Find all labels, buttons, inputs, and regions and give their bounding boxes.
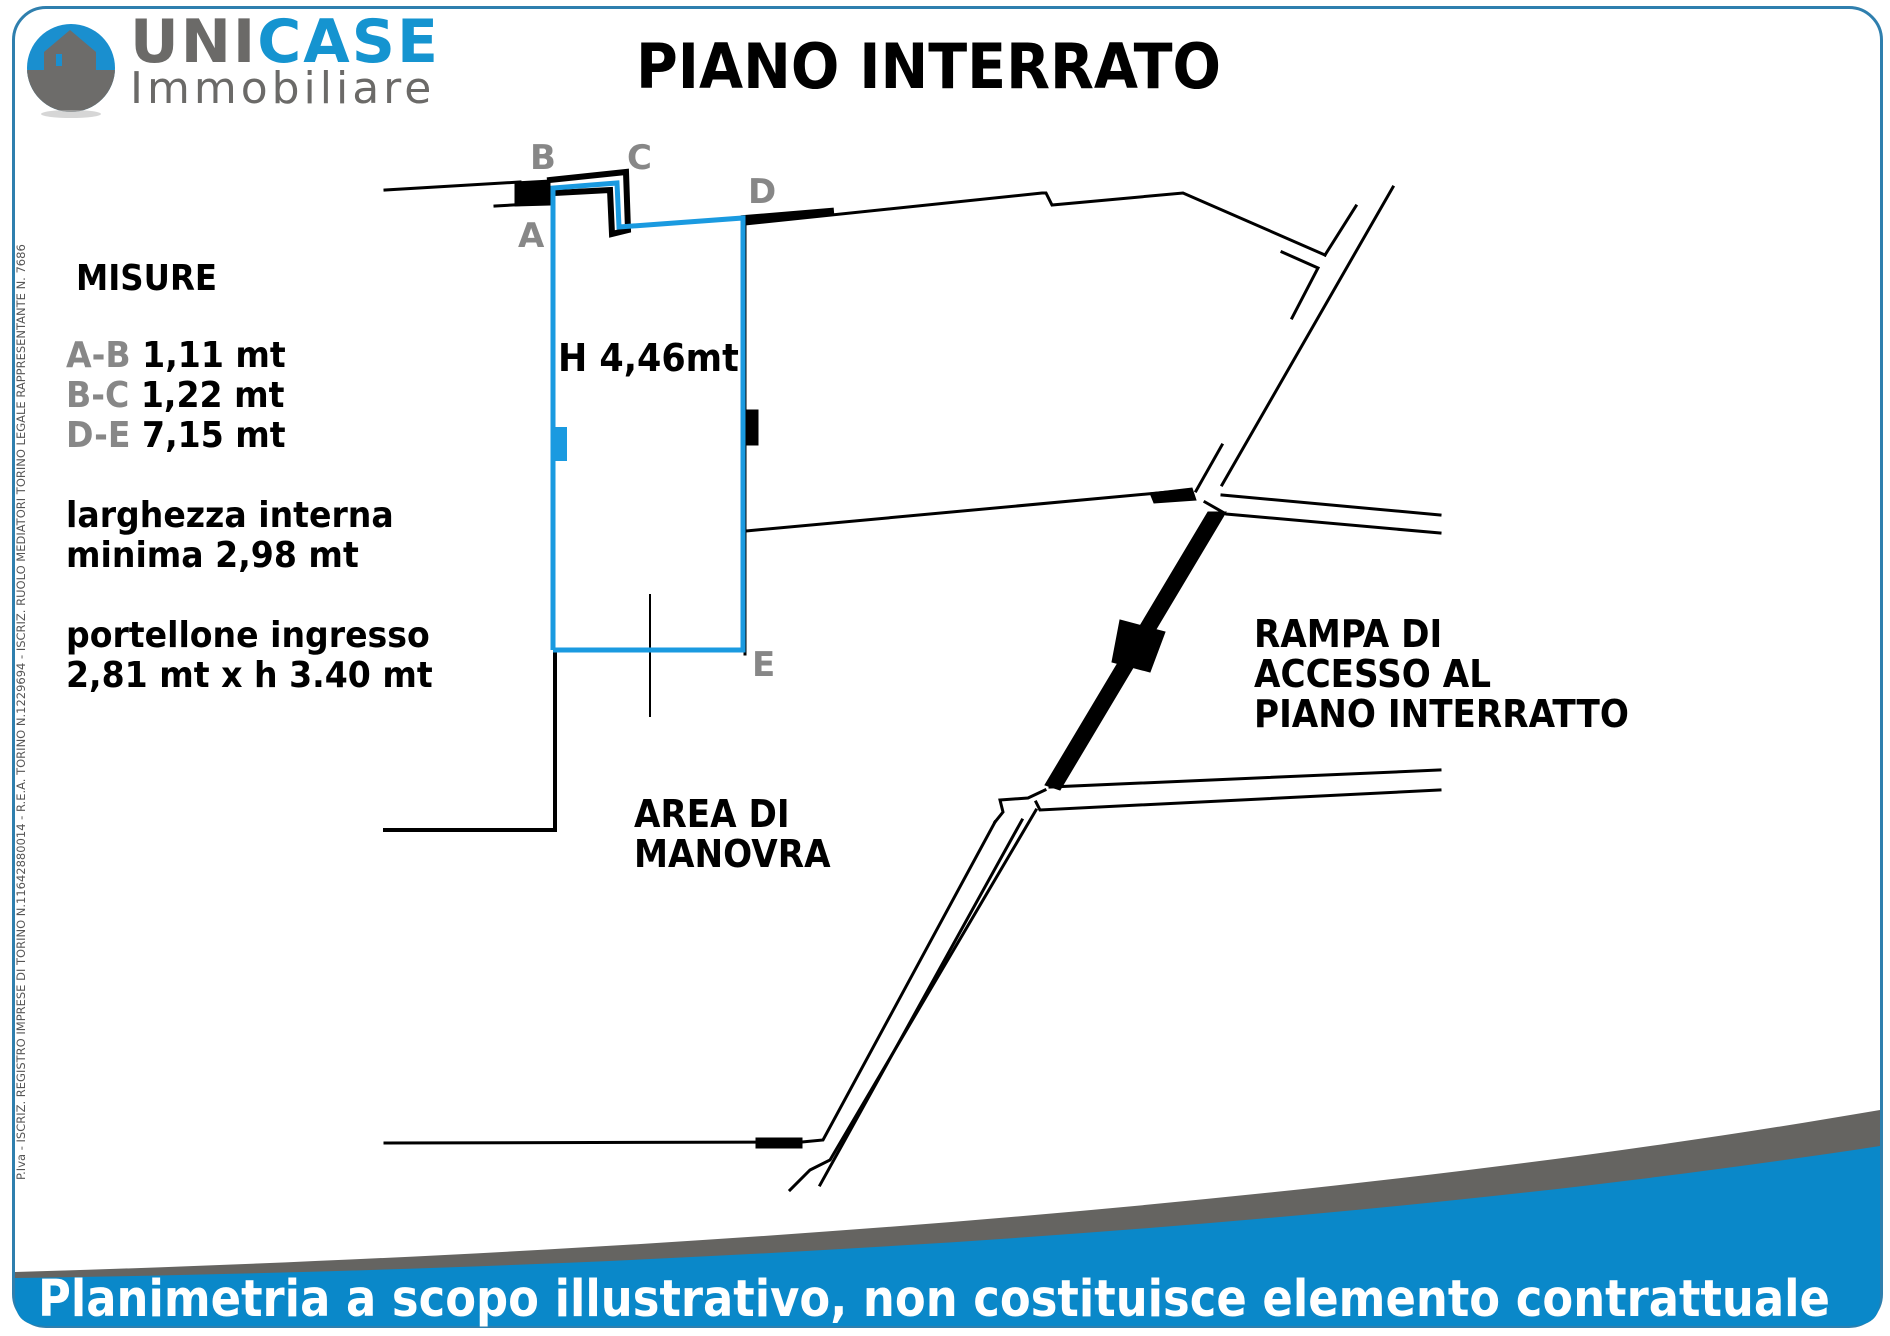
measurements-heading: MISURE	[76, 258, 218, 299]
height-label: H 4,46mt	[558, 336, 739, 380]
ramp-line2: ACCESSO AL	[1254, 652, 1491, 696]
page-title: PIANO INTERRATO	[636, 30, 1222, 103]
measurement-key: B-C	[66, 375, 130, 416]
maneuver-area-label: AREA DI MANOVRA	[634, 794, 831, 874]
door-line2: 2,81 mt x h 3.40 mt	[66, 655, 433, 696]
measurement-row: D-E 7,15 mt	[66, 416, 286, 456]
corner-label-c: C	[627, 138, 652, 178]
footer-band	[15, 1110, 1880, 1326]
floor-plan-walls	[383, 168, 1442, 1193]
measurement-key: D-E	[66, 415, 131, 456]
min-width-line1: larghezza interna	[66, 495, 394, 536]
corner-label-e: E	[752, 645, 776, 685]
measurement-value: 7,15 mt	[142, 415, 286, 456]
maneuver-area-line2: MANOVRA	[634, 832, 831, 876]
measurement-value: 1,22 mt	[140, 375, 285, 416]
ramp-line1: RAMPA DI	[1254, 612, 1443, 656]
door-line1: portellone ingresso	[66, 615, 430, 656]
ramp-line3: PIANO INTERRATTO	[1254, 692, 1629, 736]
logo-brand-part2: CASE	[257, 7, 440, 77]
measurement-row: B-C 1,22 mt	[66, 376, 284, 416]
corner-label-d: D	[748, 172, 777, 212]
measurement-row: A-B 1,11 mt	[66, 336, 286, 376]
page-frame	[12, 6, 1883, 1328]
measurement-key: A-B	[66, 335, 131, 376]
footer-disclaimer: Planimetria a scopo illustrativo, non co…	[38, 1270, 1830, 1329]
min-width-line2: minima 2,98 mt	[66, 535, 359, 576]
logo-subtitle: Immobiliare	[130, 63, 436, 114]
house-globe-icon	[27, 24, 115, 118]
corner-label-b: B	[530, 138, 556, 178]
ramp-label: RAMPA DI ACCESSO AL PIANO INTERRATTO	[1254, 614, 1629, 734]
maneuver-area-line1: AREA DI	[634, 792, 790, 836]
corner-label-a: A	[518, 216, 545, 256]
legal-registration-text: P.Iva - ISCRIZ. REGISTRO IMPRESE DI TORI…	[14, 244, 28, 1180]
measurement-value: 1,11 mt	[142, 335, 286, 376]
logo-wordmark: UNICASE	[130, 12, 440, 72]
garage-outline	[550, 180, 746, 653]
logo-brand-part1: UNI	[130, 7, 258, 77]
